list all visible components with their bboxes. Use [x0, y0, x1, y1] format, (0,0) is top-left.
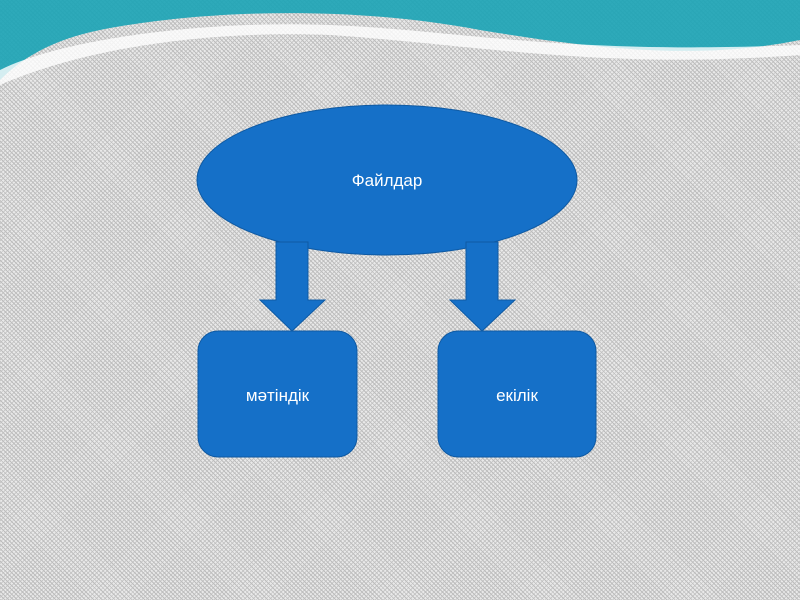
child-label-binary: екілік — [496, 386, 538, 405]
arrow-left — [258, 241, 327, 332]
header-wave-highlight — [0, 24, 800, 85]
root-label: Файлдар — [351, 171, 423, 190]
root-ellipse — [196, 104, 578, 256]
child-box-binary — [437, 330, 597, 458]
arrow-right — [448, 241, 517, 332]
child-label-text: мәтіндік — [245, 386, 310, 405]
child-box-text — [197, 330, 358, 458]
header-wave — [0, 0, 800, 80]
